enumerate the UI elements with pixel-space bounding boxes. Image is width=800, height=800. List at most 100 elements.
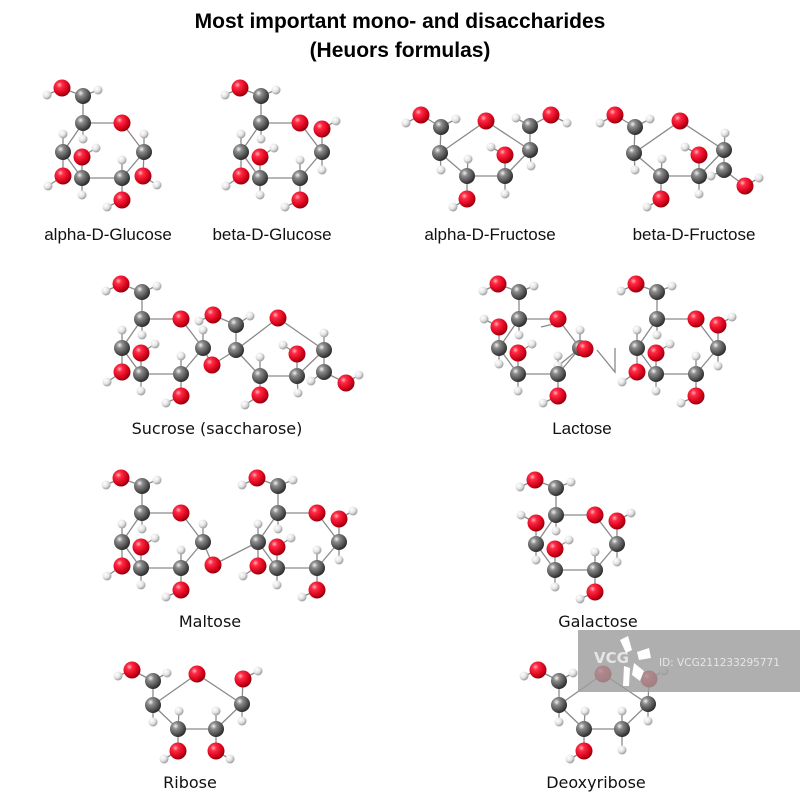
bond-line: [196, 673, 243, 705]
hydrogen-atom: [564, 535, 574, 545]
carbon-atom: [173, 366, 189, 382]
carbon-atom: [233, 144, 249, 160]
oxygen-atom: [204, 306, 222, 324]
hydrogen-atom: [553, 351, 563, 361]
hydrogen-atom: [91, 143, 101, 153]
hydrogen-atom: [152, 281, 162, 291]
label-deoxyribose: Deoxyribose: [546, 773, 646, 792]
hydrogen-atom: [139, 129, 149, 139]
oxygen-atom: [628, 363, 646, 381]
oxygen-atom: [113, 363, 131, 381]
hydrogen-atom: [78, 134, 88, 144]
hydrogen-atom: [236, 129, 246, 139]
hydrogen-atom: [273, 524, 283, 534]
hydrogen-atom: [221, 181, 231, 191]
hydrogen-atom: [436, 165, 446, 175]
carbon-atom: [716, 142, 732, 158]
carbon-atom: [528, 536, 544, 552]
carbon-atom: [648, 366, 664, 382]
oxygen-atom: [291, 114, 309, 132]
oxygen-atom: [586, 506, 604, 524]
oxygen-atom: [736, 177, 754, 195]
carbon-atom: [640, 696, 656, 712]
oxygen-atom: [172, 581, 190, 599]
oxygen-atom: [549, 310, 567, 328]
oxygen-atom: [248, 469, 266, 487]
molecule-ribose: [113, 661, 263, 764]
carbon-atom: [331, 534, 347, 550]
oxygen-atom: [330, 510, 348, 528]
hydrogen-atom: [198, 519, 208, 529]
carbon-atom: [497, 168, 513, 184]
carbon-atom: [627, 119, 643, 135]
hydrogen-atom: [652, 330, 662, 340]
hydrogen-atom: [295, 155, 305, 165]
hydrogen-atom: [657, 154, 667, 164]
hydrogen-atom: [448, 202, 458, 212]
carbon-atom: [252, 170, 268, 186]
label-maltose: Maltose: [179, 612, 241, 631]
molecule-galactose: [515, 471, 636, 604]
hydrogen-atom: [253, 519, 263, 529]
hydrogen-atom: [102, 377, 112, 387]
hydrogen-atom: [617, 377, 627, 387]
molecule-beta-d-glucose: [220, 79, 341, 212]
oxygen-atom: [490, 318, 508, 336]
carbon-atom: [314, 144, 330, 160]
carbon-atom: [716, 162, 732, 178]
oxygen-atom: [132, 344, 150, 362]
hydrogen-atom: [245, 311, 255, 321]
oxygen-atom: [132, 538, 150, 556]
hydrogen-atom: [643, 716, 653, 726]
watermark-brand: VCG: [594, 649, 629, 667]
hydrogen-atom: [580, 706, 590, 716]
hydrogen-atom: [148, 717, 158, 727]
oxygen-atom: [172, 504, 190, 522]
hydrogen-atom: [136, 580, 146, 590]
hydrogen-atom: [617, 706, 627, 716]
molecule-maltose: [101, 469, 358, 602]
hydrogen-atom: [77, 190, 87, 200]
hydrogen-atom: [713, 361, 723, 371]
oxygen-atom: [113, 557, 131, 575]
oxygen-atom: [134, 167, 152, 185]
carbon-atom: [173, 560, 189, 576]
bond-line: [485, 120, 531, 151]
hydrogen-atom: [253, 666, 263, 676]
carbon-atom: [653, 168, 669, 184]
hydrogen-atom: [161, 398, 171, 408]
carbon-atom: [114, 340, 130, 356]
hydrogen-atom: [401, 118, 411, 128]
carbon-atom: [145, 673, 161, 689]
oxygen-atom: [112, 469, 130, 487]
carbon-atom: [522, 118, 538, 134]
hydrogen-atom: [354, 370, 364, 380]
hydrogen-atom: [102, 202, 112, 212]
carbon-atom: [134, 478, 150, 494]
hydrogen-atom: [152, 180, 162, 190]
hydrogen-atom: [595, 118, 605, 128]
molecule-alpha-d-fructose: [401, 106, 572, 212]
hydrogen-atom: [720, 128, 730, 138]
hydrogen-atom: [117, 155, 127, 165]
hydrogen-atom: [554, 717, 564, 727]
hydrogen-atom: [137, 524, 147, 534]
oxygen-atom: [687, 387, 705, 405]
label-galactose: Galactose: [558, 612, 638, 631]
hydrogen-atom: [225, 754, 235, 764]
hydrogen-atom: [113, 671, 123, 681]
hydrogen-atom: [269, 143, 279, 153]
carbon-atom: [649, 311, 665, 327]
carbon-atom: [459, 168, 475, 184]
label-beta-d-fructose: beta-D-Fructose: [633, 225, 756, 244]
hydrogen-atom: [616, 286, 626, 296]
hydrogen-atom: [306, 376, 316, 386]
oxygen-atom: [172, 310, 190, 328]
hydrogen-atom: [694, 189, 704, 199]
oxygen-atom: [123, 661, 141, 679]
hydrogen-atom: [237, 716, 247, 726]
hydrogen-atom: [551, 526, 561, 536]
hydrogen-atom: [626, 508, 636, 518]
oxygen-atom: [73, 148, 91, 166]
hydrogen-atom: [680, 142, 690, 152]
